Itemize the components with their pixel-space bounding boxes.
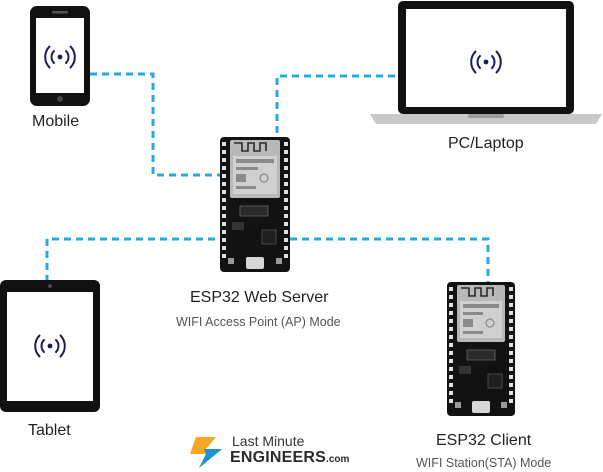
laptop-device (370, 1, 602, 124)
esp32-client-board (447, 282, 515, 416)
connection-links (45, 72, 490, 282)
esp32-server-board (220, 137, 290, 272)
mobile-device (30, 6, 90, 106)
logo-line2: ENGINEERS (230, 449, 327, 466)
logo-line1: Last Minute (232, 433, 305, 449)
link-server-client (290, 237, 490, 282)
link-mobile-server (90, 72, 220, 177)
link-tablet-server (45, 237, 223, 282)
server-mode-label: WIFI Access Point (AP) Mode (176, 315, 341, 329)
tablet-device (0, 280, 100, 412)
tablet-label: Tablet (28, 422, 71, 439)
server-label: ESP32 Web Server (190, 289, 329, 306)
logo-suffix: .com (326, 454, 350, 465)
client-mode-label: WIFI Station(STA) Mode (416, 456, 552, 470)
logo-line2-wrap: ENGINEERS.com (230, 449, 349, 467)
bolt-icon (190, 437, 222, 468)
client-label: ESP32 Client (436, 432, 532, 449)
link-laptop-server (275, 74, 395, 142)
mobile-label: Mobile (32, 113, 80, 130)
laptop-label: PC/Laptop (448, 135, 524, 152)
